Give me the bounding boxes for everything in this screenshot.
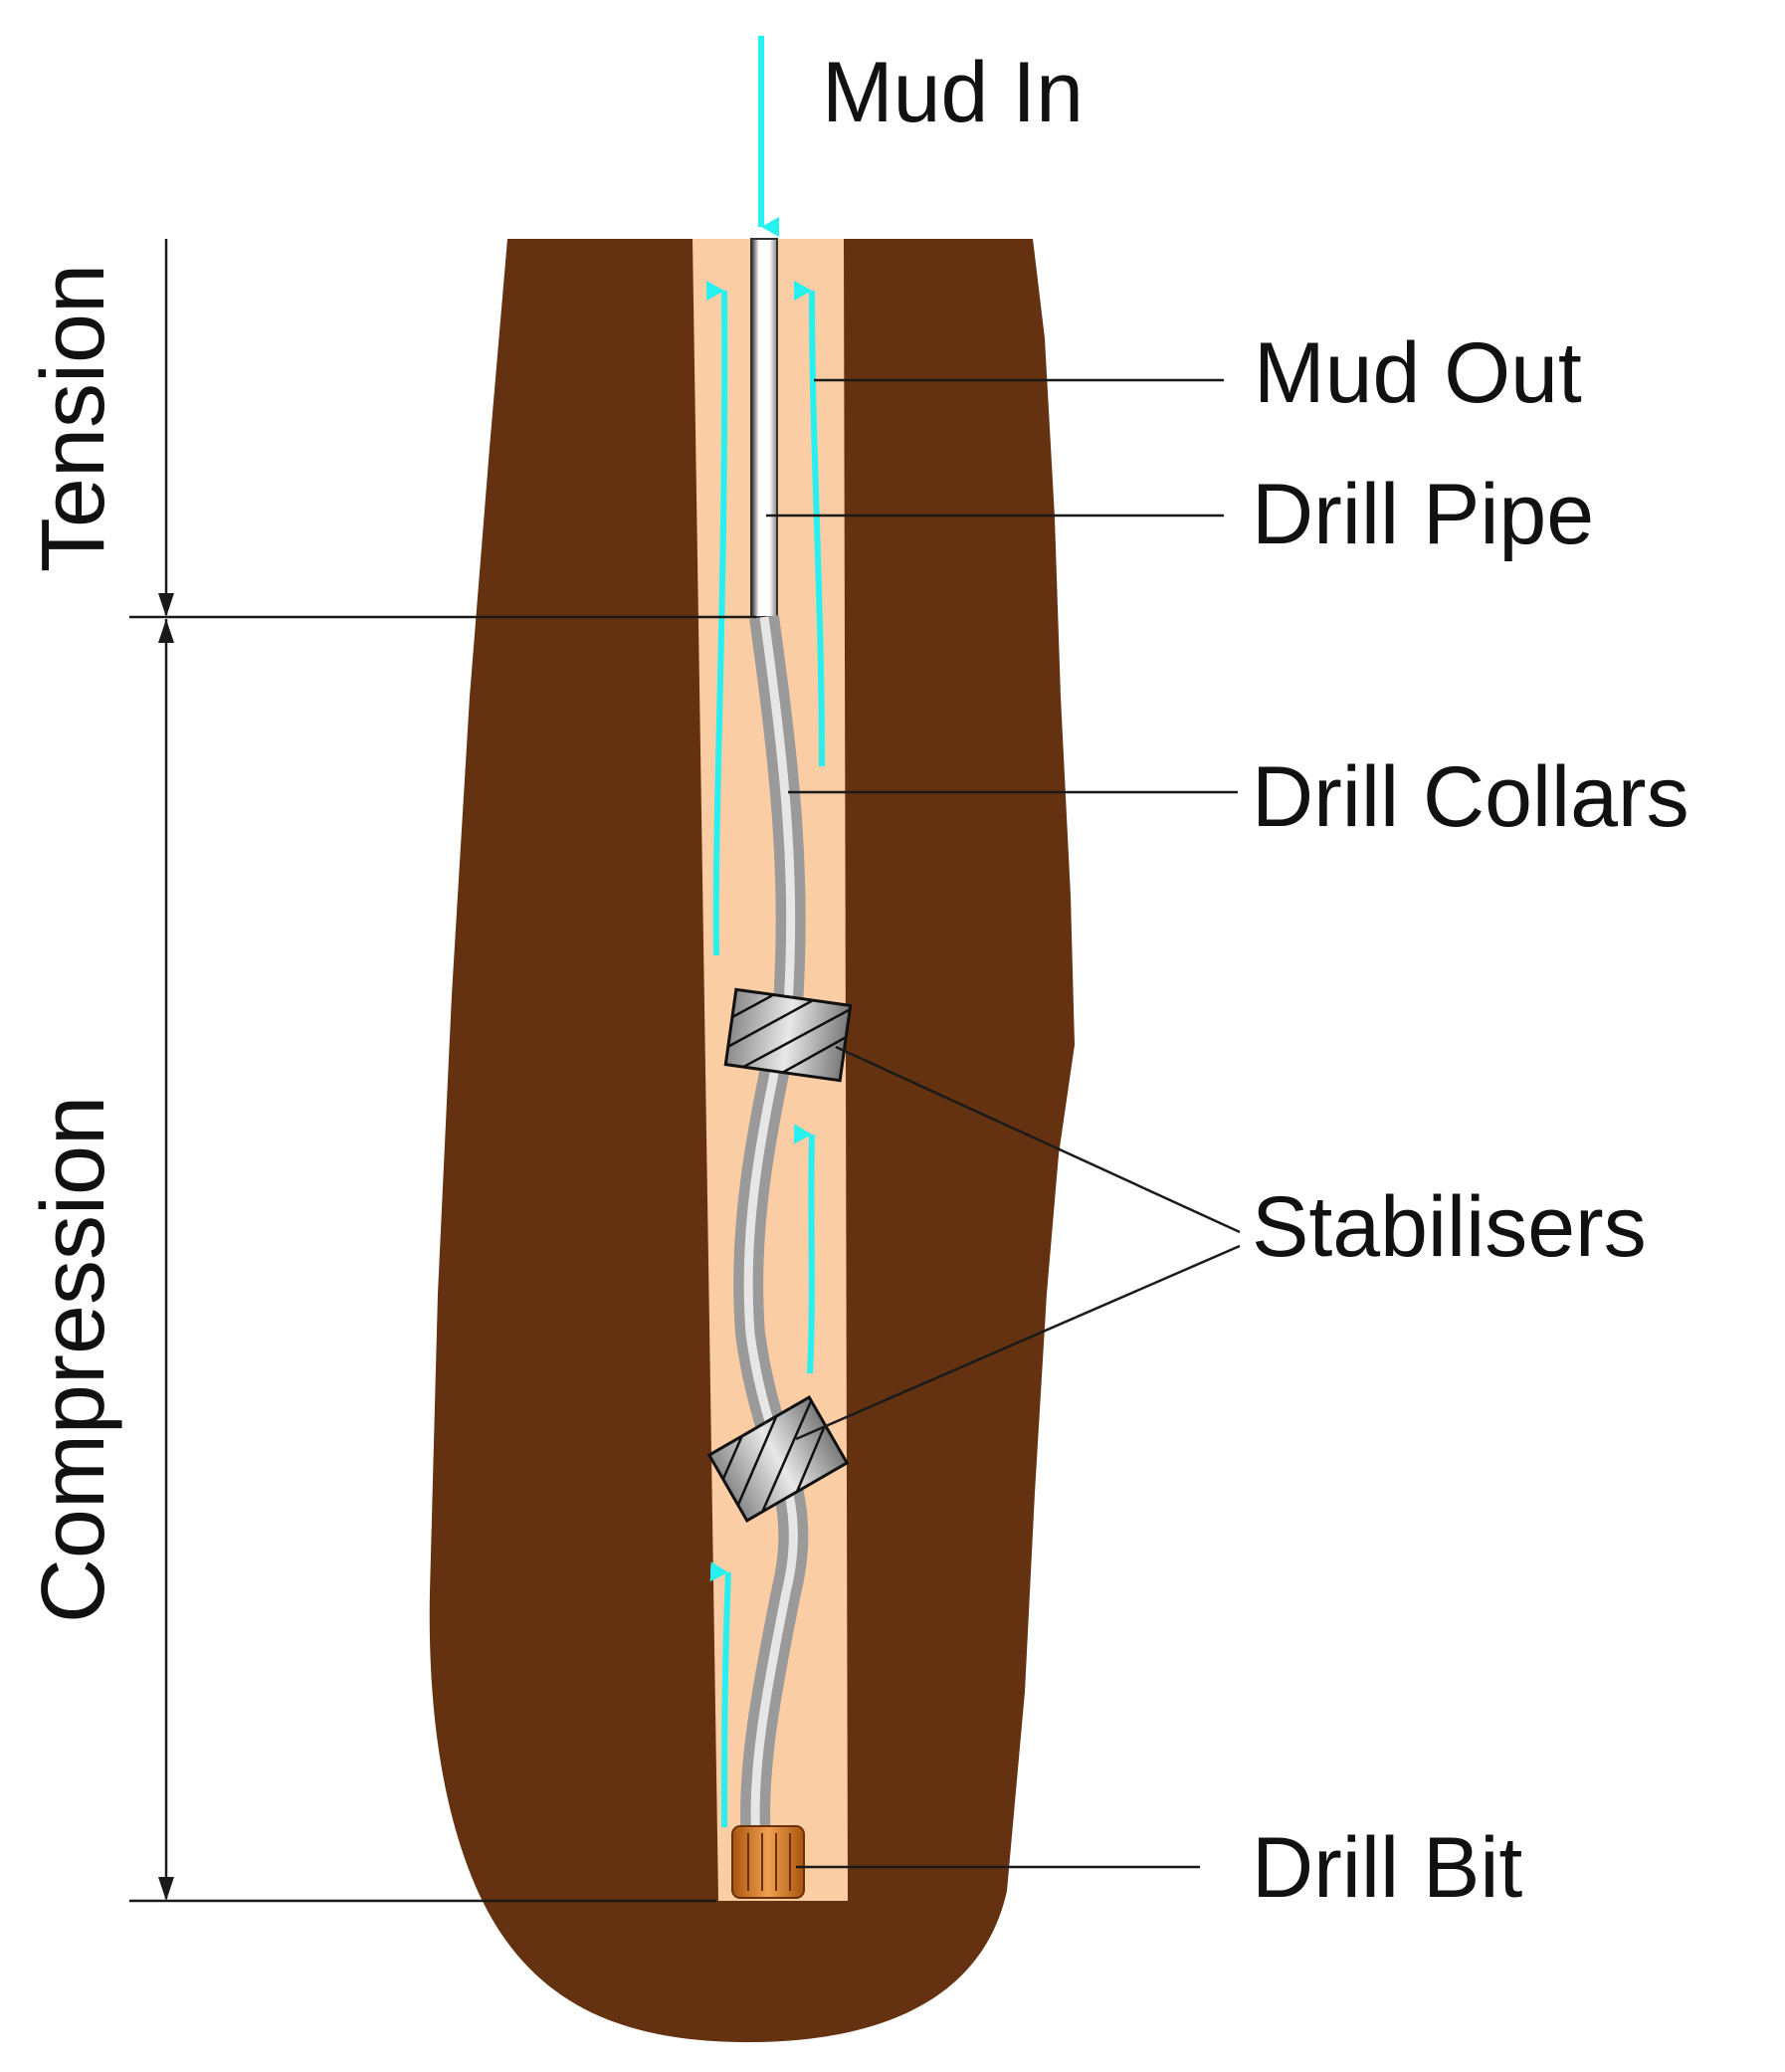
stabiliser-upper <box>723 987 853 1083</box>
drill-bit <box>731 1825 805 1899</box>
mud-out-label: Mud Out <box>1254 325 1582 421</box>
mud-in-label: Mud In <box>822 45 1084 140</box>
compression-label: Compression <box>24 1096 123 1623</box>
tension-arrowhead <box>158 593 174 617</box>
compression-arrowhead-bottom <box>158 1877 174 1901</box>
mud-out-flow-right <box>793 281 825 767</box>
tension-label: Tension <box>24 264 123 572</box>
drill-pipe-label: Drill Pipe <box>1252 467 1594 562</box>
drill-bit-label: Drill Bit <box>1252 1820 1522 1916</box>
mud-out-flow-left <box>705 281 728 956</box>
compression-arrowhead-top <box>158 619 174 643</box>
mud-flow-middle <box>793 1124 815 1374</box>
stabilisers-leader-upper <box>835 1045 1241 1234</box>
mud-flow-lower <box>709 1561 731 1828</box>
mud-flow-arrows <box>705 36 825 1828</box>
stabilisers-leader-lower <box>795 1244 1241 1441</box>
stabiliser-lower <box>706 1395 850 1523</box>
stabilisers-label: Stabilisers <box>1252 1179 1647 1275</box>
drill-collars <box>733 614 809 1843</box>
drill-collars-label: Drill Collars <box>1252 749 1689 845</box>
drill-pipe <box>750 238 778 618</box>
